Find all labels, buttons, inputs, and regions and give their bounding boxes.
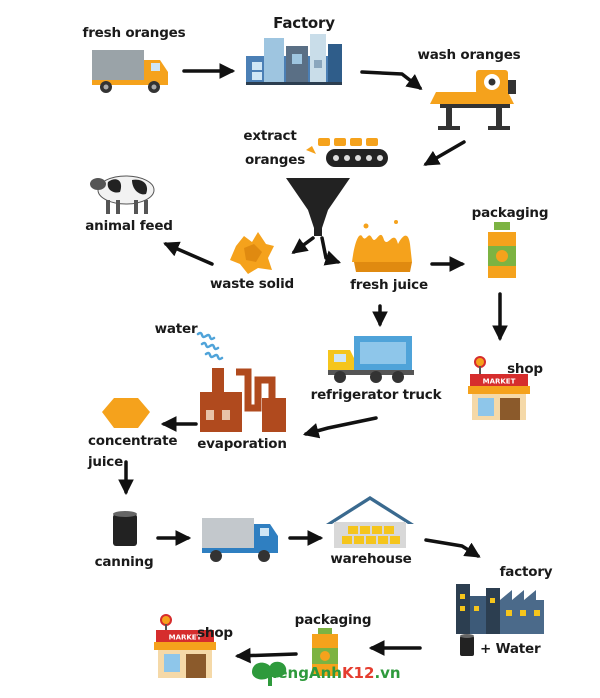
concentrate-hexagon-icon: [102, 398, 150, 428]
cow-icon: [90, 175, 155, 214]
warehouse-icon: [326, 496, 414, 548]
label-shop-bottom: shop: [197, 625, 233, 641]
label-fresh-juice: fresh juice: [350, 277, 428, 293]
arrow-packaging-to-shop-bottom: [234, 647, 298, 664]
label-extract: extract: [243, 128, 297, 144]
shop-icon: MARKET: [468, 356, 530, 420]
market-sign: MARKET: [169, 634, 202, 642]
watermark-text: TiengAnhK12.vn: [262, 664, 401, 682]
label-juice: juice: [88, 454, 124, 470]
market-sign: MARKET: [483, 378, 516, 386]
label-evaporation: evaporation: [197, 436, 287, 452]
label-water: water: [154, 321, 198, 337]
evaporation-plant-icon: [200, 368, 286, 432]
label-warehouse: warehouse: [330, 551, 412, 567]
label-packaging: packaging: [471, 205, 549, 221]
label-canning: canning: [94, 554, 154, 570]
watermark-part3: .vn: [374, 664, 401, 682]
arrow-warehouse-to-factory: [424, 538, 481, 558]
juice-bottle-icon: [312, 628, 338, 676]
arrow-wash-to-extract: [423, 140, 466, 166]
juice-splash-icon: [352, 220, 412, 272]
arrow-funnel-right: [320, 236, 341, 266]
label-factory-bottom: factory: [499, 564, 553, 580]
shop-icon: MARKET: [154, 614, 216, 678]
arrow-factory-to-wash: [360, 70, 423, 90]
label-factory: Factory: [273, 14, 335, 32]
delivery-truck-icon: [92, 50, 168, 93]
funnel-icon: [286, 178, 350, 236]
flow-arrows: [118, 63, 508, 664]
watermark-part1: TiengAnh: [262, 664, 342, 682]
factory-icon: [456, 584, 544, 634]
washing-machine-icon: [430, 70, 516, 130]
watermark-logo-icon: [252, 661, 287, 686]
watermark-part2: K12: [341, 664, 375, 682]
label-plus-water: + Water: [480, 641, 541, 657]
label-waste-solid: waste solid: [210, 276, 294, 292]
label-wash-oranges: wash oranges: [417, 47, 521, 63]
label-fresh-oranges: fresh oranges: [82, 25, 186, 41]
label-packaging-bottom: packaging: [294, 612, 372, 628]
factory-icon: [246, 34, 342, 85]
water-vapor-icon: [196, 331, 224, 361]
label-animal-feed: animal feed: [85, 218, 173, 234]
label-concentrate: concentrate: [88, 433, 178, 449]
label-shop: shop: [507, 361, 543, 377]
can-icon: [113, 511, 137, 546]
arrow-funnel-left: [291, 236, 315, 254]
conveyor-belt-icon: [306, 138, 388, 167]
waste-solid-icon: [230, 232, 274, 274]
juice-bottle-icon: [488, 222, 516, 278]
label-oranges: oranges: [244, 152, 306, 168]
refrigerator-truck-icon: [328, 336, 414, 383]
arrow-waste-to-feed: [163, 241, 214, 266]
can-icon: [460, 634, 474, 656]
arrow-truck-to-evaporation: [302, 416, 378, 439]
label-refrigerator-truck: refrigerator truck: [310, 387, 442, 403]
delivery-truck-icon: [202, 518, 278, 562]
